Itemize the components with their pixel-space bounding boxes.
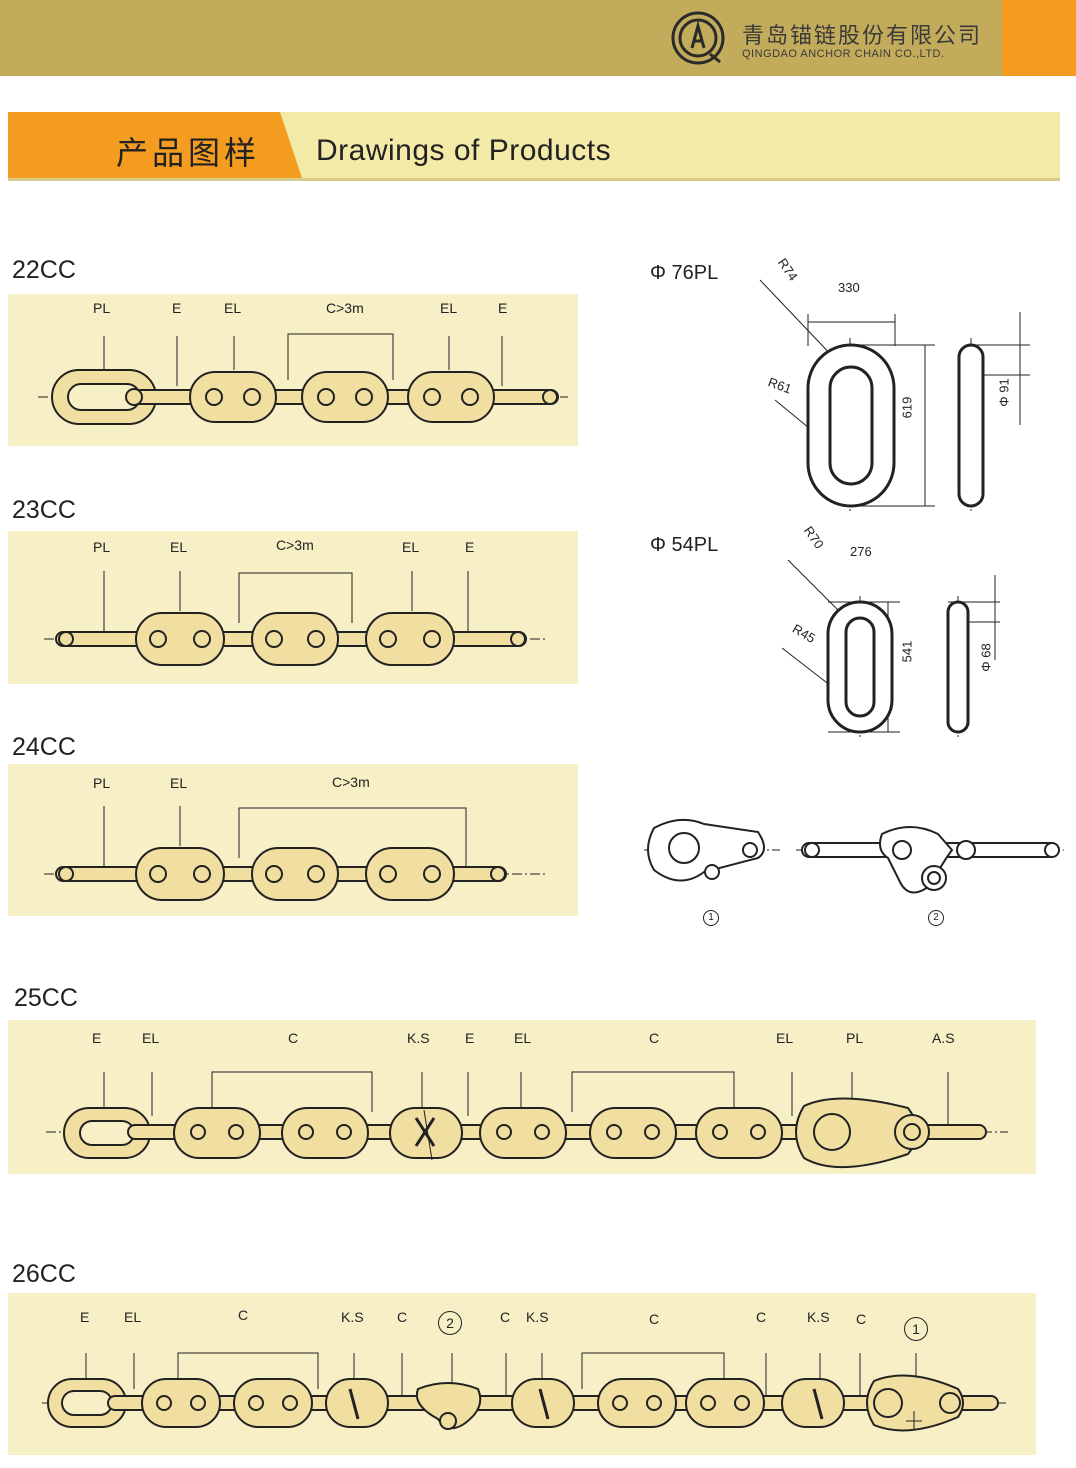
company-logo-icon (671, 11, 725, 65)
pl54-drawing (781, 560, 1000, 738)
pl54-dia: Φ 68 (978, 643, 994, 672)
accessory-drawings (644, 818, 1064, 894)
label-ks: K.S (407, 1030, 430, 1046)
label-el: EL (402, 539, 420, 555)
pl76-title: Φ 76PL (650, 262, 719, 284)
label-el: EL (124, 1309, 142, 1325)
label-c: C (238, 1307, 249, 1323)
section-title-22cc: 22CC (12, 256, 76, 284)
section-title-23cc: 23CC (12, 496, 76, 524)
label-pl: PL (93, 775, 111, 791)
pl54-width: 276 (850, 544, 872, 559)
pl76-length: 619 (899, 396, 915, 419)
company-name-cn: 青岛锚链股份有限公司 (742, 24, 983, 49)
pl76-dia: Φ 91 (996, 378, 1012, 407)
label-el: EL (224, 300, 242, 316)
panel-24cc: PL EL C>3m (8, 764, 578, 916)
panel-23cc: PL EL C>3m EL E (8, 531, 578, 684)
callout-2: 2 (438, 1311, 462, 1335)
pl54-length: 541 (899, 640, 915, 663)
label-c: C (397, 1309, 408, 1325)
banner-orange-tab (8, 112, 302, 178)
section-title-24cc: 24CC (12, 733, 76, 761)
label-pl: PL (93, 300, 111, 316)
pl54-title: Φ 54PL (650, 534, 719, 556)
section-title-25cc: 25CC (14, 984, 78, 1012)
label-ks: K.S (807, 1309, 830, 1325)
label-e: E (465, 1030, 475, 1046)
banner-title-en: Drawings of Products (316, 134, 612, 167)
pl76-drawing (759, 279, 1030, 512)
label-c: C>3m (326, 300, 364, 316)
figure-1-marker: 1 (703, 910, 719, 926)
label-e: E (465, 539, 475, 555)
section-title-26cc: 26CC (12, 1260, 76, 1288)
label-el: EL (142, 1030, 160, 1046)
label-e: E (80, 1309, 90, 1325)
panel-22cc: PL E EL C>3m EL E (8, 294, 578, 446)
label-el: EL (514, 1030, 532, 1046)
chain-drawing-22cc (38, 333, 568, 425)
label-as: A.S (932, 1030, 955, 1046)
label-c: C (756, 1309, 767, 1325)
label-e: E (92, 1030, 102, 1046)
label-c: C>3m (332, 774, 370, 790)
label-c: C (500, 1309, 511, 1325)
chain-drawing-23cc (44, 571, 548, 666)
company-name-en: QINGDAO ANCHOR CHAIN CO.,LTD. (742, 48, 945, 60)
panel-25cc: E EL C K.S E EL C EL PL A.S (8, 1020, 1036, 1174)
label-pl: PL (93, 539, 111, 555)
label-e: E (172, 300, 182, 316)
label-el: EL (440, 300, 458, 316)
pl76-width: 330 (838, 280, 860, 295)
label-c: C (649, 1030, 660, 1046)
label-pl: PL (846, 1030, 864, 1046)
section-banner: 产品图样 Drawings of Products (8, 112, 1060, 181)
label-el: EL (170, 775, 188, 791)
label-ks: K.S (341, 1309, 364, 1325)
chain-drawing-26cc (42, 1352, 1008, 1432)
label-ks: K.S (526, 1309, 549, 1325)
callout-1: 1 (904, 1317, 928, 1341)
header-accent (1002, 0, 1076, 76)
label-c: C (288, 1030, 299, 1046)
figure-2-marker: 2 (928, 910, 944, 926)
label-c: C>3m (276, 537, 314, 553)
label-e: E (498, 300, 508, 316)
label-el: EL (170, 539, 188, 555)
label-c: C (649, 1311, 660, 1327)
header-bar: 青岛锚链股份有限公司 QINGDAO ANCHOR CHAIN CO.,LTD. (0, 0, 1076, 76)
chain-drawing-24cc (44, 806, 548, 901)
label-el: EL (776, 1030, 794, 1046)
chain-drawing-25cc (46, 1071, 1008, 1169)
banner-title-cn: 产品图样 (116, 134, 261, 172)
pl54-r-outer: R70 (800, 523, 827, 552)
panel-26cc: E EL C K.S C C K.S C C K.S C 2 1 (8, 1293, 1036, 1455)
label-c: C (856, 1311, 867, 1327)
